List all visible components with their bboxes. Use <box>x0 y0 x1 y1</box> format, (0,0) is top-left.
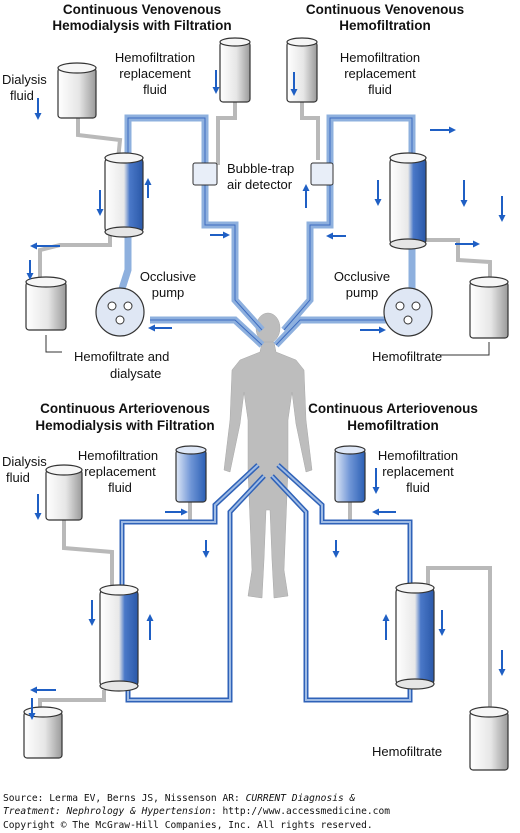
copyright-notice: Copyright © The McGraw-Hill Companies, I… <box>3 820 373 831</box>
hemofiltrate-container <box>23 706 63 759</box>
cavhdf-title-line1: Continuous Arteriovenous <box>40 401 210 416</box>
cvvhdf-replacement-label-3: fluid <box>143 82 167 97</box>
cvvh-pump-label-2: pump <box>346 285 379 300</box>
cvvhdf-title-line2: Hemodialysis with Filtration <box>52 18 231 33</box>
cvvhdf-output-label-1: Hemofiltrate and <box>74 349 169 364</box>
cavh-replacement-label-3: fluid <box>406 480 430 495</box>
source-url: : http://www.accessmedicine.com <box>210 806 390 817</box>
replacement-fluid-container <box>219 37 251 103</box>
bubble-trap <box>310 162 334 186</box>
hemofilter <box>395 582 435 690</box>
replacement-fluid-container <box>175 445 207 503</box>
cavh-replacement-label-1: Hemofiltration <box>378 448 458 463</box>
source-prefix: Source: Lerma EV, Berns JS, Nissenson AR… <box>3 793 246 804</box>
cvvhdf-dialysis-label-1: Dialysis <box>2 72 47 87</box>
cavhdf-title-line2: Hemodialysis with Filtration <box>35 418 214 433</box>
hemofilter <box>389 152 427 250</box>
cvvh-output-label: Hemofiltrate <box>372 349 442 364</box>
hemofilter <box>104 152 144 238</box>
panel-cavh: Continuous Arteriovenous Hemofiltration … <box>270 401 509 771</box>
source-title-2: Treatment: Nephrology & Hypertension <box>3 806 211 817</box>
replacement-fluid-container <box>334 445 366 503</box>
cavhdf-dialysis-label-2: fluid <box>6 470 30 485</box>
cvvh-title-line1: Continuous Venovenous <box>306 2 464 17</box>
panel-cvvh: Continuous Venovenous Hemofiltration Hem… <box>273 2 509 364</box>
patient-figure <box>223 312 313 599</box>
cvvhdf-title-line1: Continuous Venovenous <box>63 2 221 17</box>
flow-arrows <box>332 468 506 676</box>
source-title-1: CURRENT Diagnosis & <box>245 793 356 804</box>
bubble-trap-label-2: air detector <box>227 177 293 192</box>
cavh-title-line1: Continuous Arteriovenous <box>308 401 478 416</box>
hemofiltrate-container <box>440 276 509 356</box>
cvvh-title-line2: Hemofiltration <box>339 18 431 33</box>
cavhdf-dialysis-label-1: Dialysis <box>2 454 47 469</box>
flow-arrows <box>290 72 506 334</box>
panel-cvvhdf: Continuous Venovenous Hemodialysis with … <box>2 2 294 381</box>
cavhdf-replacement-label-3: fluid <box>108 480 132 495</box>
cvvh-replacement-label-3: fluid <box>368 82 392 97</box>
cvvhdf-pump-label-1: Occlusive <box>140 269 196 284</box>
flow-arrows <box>26 70 230 332</box>
flow-arrows <box>28 494 210 720</box>
dialysis-fluid-container <box>57 62 97 119</box>
panel-cavhdf: Continuous Arteriovenous Hemodialysis wi… <box>2 401 266 759</box>
cvvh-pump-label-1: Occlusive <box>334 269 390 284</box>
cvvh-replacement-label-2: replacement <box>344 66 416 81</box>
cavhdf-replacement-label-1: Hemofiltration <box>78 448 158 463</box>
hemofiltrate-container <box>25 276 67 353</box>
replacement-fluid-container <box>286 37 318 103</box>
occlusive-pump <box>95 287 145 337</box>
cvvh-replacement-label-1: Hemofiltration <box>340 50 420 65</box>
cvvhdf-pump-label-2: pump <box>152 285 185 300</box>
bubble-trap <box>192 162 218 186</box>
cvvhdf-dialysis-label-2: fluid <box>10 88 34 103</box>
source-citation-line2: Treatment: Nephrology & Hypertension: ht… <box>3 806 390 817</box>
cavh-output-label: Hemofiltrate <box>372 744 442 759</box>
hemofilter <box>99 584 139 692</box>
cavh-title-line2: Hemofiltration <box>347 418 439 433</box>
cavhdf-replacement-label-2: replacement <box>84 464 156 479</box>
bubble-trap-label-1: Bubble-trap <box>227 161 294 176</box>
cvvhdf-replacement-label-1: Hemofiltration <box>115 50 195 65</box>
dialysis-fluid-container <box>45 464 83 521</box>
cavh-replacement-label-2: replacement <box>382 464 454 479</box>
hemofiltrate-container <box>469 706 509 771</box>
cvvhdf-replacement-label-2: replacement <box>119 66 191 81</box>
source-citation-line1: Source: Lerma EV, Berns JS, Nissenson AR… <box>3 793 355 804</box>
cvvhdf-output-label-2: dialysate <box>110 366 161 381</box>
occlusive-pump <box>383 287 433 337</box>
